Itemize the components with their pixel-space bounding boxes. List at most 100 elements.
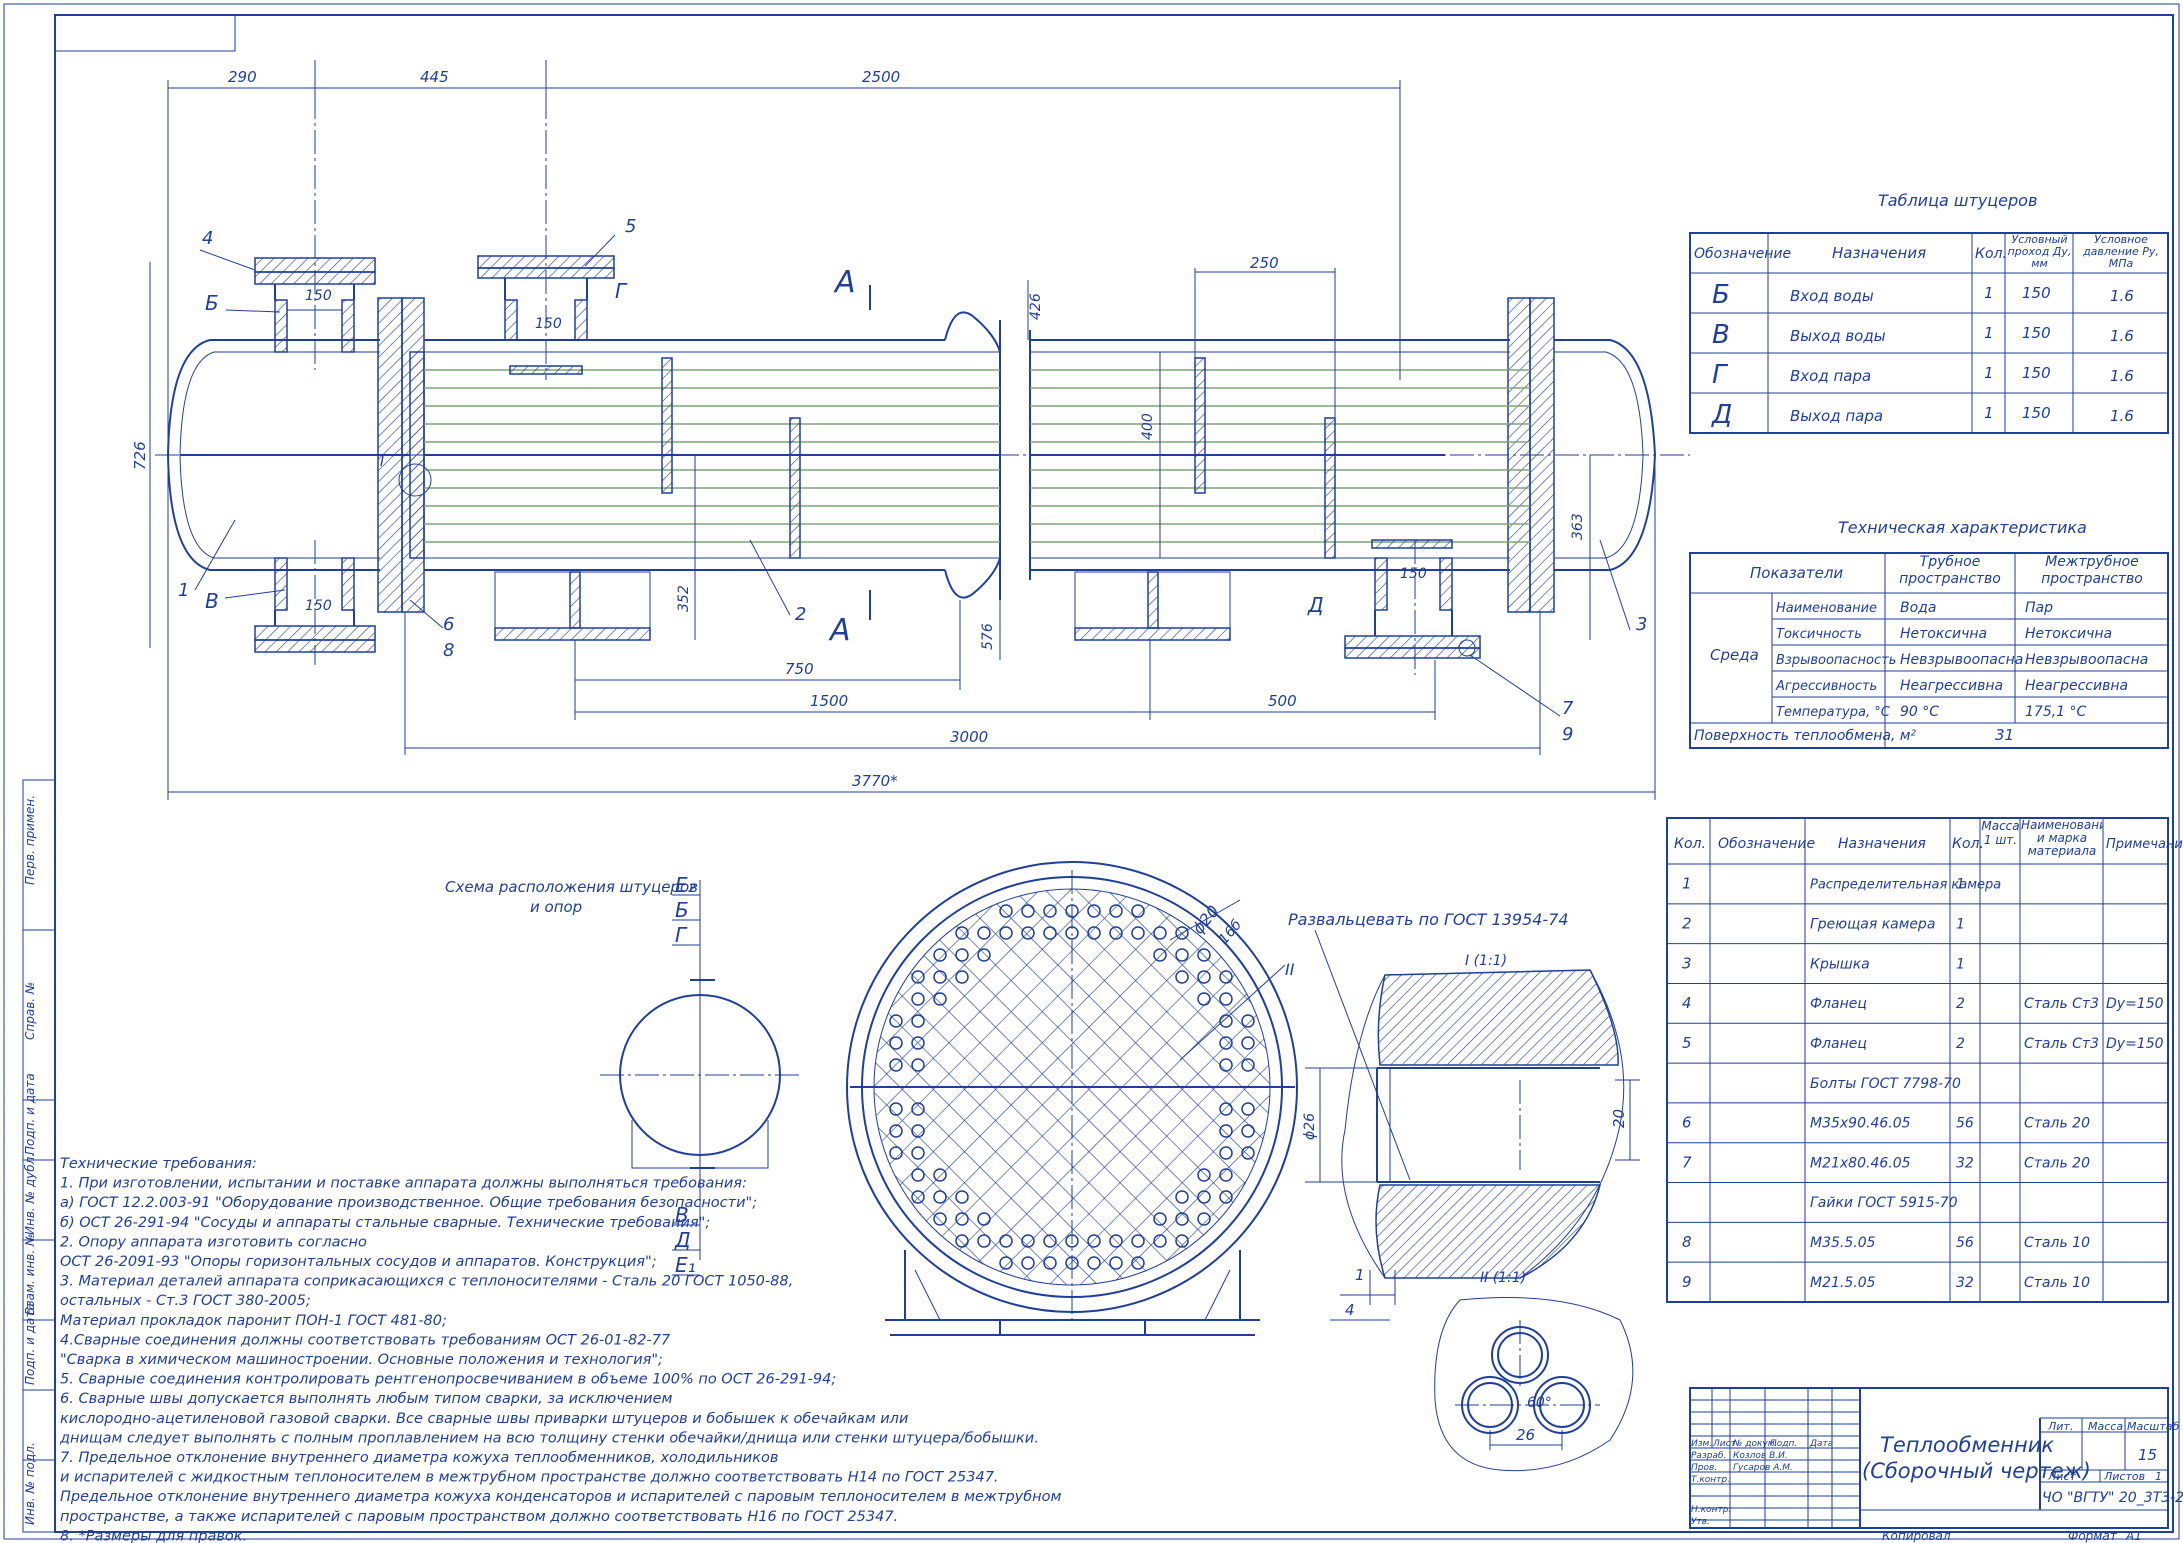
nt-row-purpose: Выход воды [1790, 327, 1886, 345]
dim-150-b: 150 [305, 288, 332, 304]
stamp-podl: Инв. № подл. [23, 1442, 37, 1525]
dim-400: 400 [1140, 413, 1156, 440]
tc-row-tube: Нетоксична [1900, 626, 1987, 642]
spec-row-pos: 7 [1682, 1153, 1692, 1171]
tc-surface-value: 31 [1995, 726, 2014, 744]
callout-d: Д [1307, 593, 1324, 617]
dim-150-g: 150 [535, 316, 562, 332]
callout-1: 1 [178, 580, 189, 601]
spec-row-note: Dy=150 [2106, 1036, 2164, 1052]
sheet-frame [3, 3, 2180, 1540]
stamp-podp2: Подп. и дата [23, 1303, 37, 1385]
tb-h-podp: Подп. [1770, 1439, 1797, 1449]
view-mark-one: I [380, 454, 384, 470]
tube-sheet-section: ϕ20 16б II [846, 861, 1298, 1336]
requirement-line: 5. Сварные соединения контролировать рен… [60, 1372, 836, 1388]
dim-3770: 3770* [852, 772, 898, 790]
requirement-line: 4.Сварные соединения должны соответствов… [60, 1332, 671, 1348]
spec-row-pos: 4 [1682, 994, 1692, 1012]
scheme-e2: Е₂ [675, 873, 696, 897]
spec-row-pos: 6 [1682, 1114, 1692, 1132]
dim-445: 445 [420, 68, 449, 86]
tb-kopiroval: Копировал [1882, 1529, 1951, 1543]
view-one-title: I (1:1) [1465, 953, 1507, 969]
dim-26-detail: 26 [1516, 1426, 1535, 1444]
spec-row-qty: 1 [1956, 956, 1965, 972]
tb-prov-label: Пров. [1691, 1463, 1717, 1473]
requirement-line: остальных - Ст.3 ГОСТ 380-2005; [60, 1293, 311, 1309]
nt-row-dn: 150 [2022, 364, 2051, 382]
tb-razrab-label: Разраб. [1691, 1451, 1726, 1461]
dim-4: 4 [1345, 1301, 1355, 1319]
dim-426: 426 [1028, 293, 1044, 320]
requirement-line: "Сварка в химическом машиностроении. Осн… [60, 1352, 663, 1368]
requirement-line: 2. Опору аппарата изготовить согласно [60, 1234, 367, 1250]
dim-500: 500 [1268, 692, 1297, 710]
requirement-line: 3. Материал деталей аппарата соприкасающ… [60, 1274, 793, 1290]
nt-row-purpose: Выход пара [1790, 407, 1883, 425]
callout-4: 4 [202, 228, 213, 249]
tb-nkontr: Н.контр. [1691, 1505, 1731, 1515]
nt-row-pn: 1.6 [2110, 327, 2134, 345]
dim-60: 60° [1527, 1395, 1552, 1411]
spec-row-qty: 56 [1956, 1235, 1974, 1251]
spec-row-name: Распределительная камера [1810, 878, 2001, 893]
nt-row-qty: 1 [1984, 284, 1994, 302]
scheme-d: Д [674, 1228, 691, 1252]
sp-h-qty: Кол. [1952, 836, 1984, 852]
scheme-e1: Е₁ [675, 1253, 696, 1277]
stamp-perv: Перв. примен. [23, 795, 37, 885]
spec-row-name: М35х90.46.05 [1810, 1116, 1911, 1132]
sp-h-name: Назначения [1838, 836, 1926, 852]
spec-row-name: Крышка [1810, 956, 1870, 972]
nt-row-purpose: Вход воды [1790, 287, 1874, 305]
spec-row-name: Болты ГОСТ 7798-70 [1810, 1076, 1961, 1092]
tc-surface-label: Поверхность теплообмена, м² [1694, 728, 1916, 744]
main-dimensions: 290 445 2500 250 426 400 726 352 576 363… [131, 68, 1656, 800]
requirement-line: б) ОСТ 26-291-94 "Сосуды и аппараты стал… [60, 1215, 710, 1231]
tb-format: Формат [2068, 1529, 2118, 1543]
tc-row-label: Токсичность [1776, 627, 1862, 642]
dim-1500: 1500 [810, 692, 848, 710]
tb-format-val: А1 [2125, 1529, 2142, 1543]
spec-row-pos: 1 [1682, 875, 1692, 893]
requirement-line: пространстве, а также испарителей с паро… [60, 1509, 898, 1525]
stamp-vzam: Взам. инв. № [23, 1234, 37, 1315]
tc-row-tube: Неагрессивна [1900, 678, 2003, 694]
sp-h-des: Обозначение [1718, 836, 1815, 852]
requirement-line: Технические требования: [60, 1156, 257, 1172]
title-block: Изм. Лист № докум. Подп. Дата Разраб. Ко… [1689, 1387, 2183, 1543]
tb-h-doc: № докум. [1732, 1439, 1777, 1449]
tc-h-tube: Трубное пространство [1899, 554, 2001, 587]
spec-row-name: М35.5.05 [1810, 1235, 1876, 1251]
scheme-b: Б [675, 898, 689, 922]
spec-row-pos: 2 [1682, 915, 1692, 933]
heat-exchanger-main-view [155, 60, 1690, 675]
tc-row-label: Температура, °С [1776, 705, 1891, 720]
tc-row-tube: Невзрывоопасна [1900, 652, 2023, 668]
callouts: 4 Б 5 Г 1 В 2 6 8 3 7 9 Д I [178, 216, 1647, 745]
tb-massa: Масса [2088, 1420, 2123, 1433]
dim-1: 1 [1355, 1266, 1365, 1284]
spec-row-qty: 2 [1956, 1036, 1965, 1052]
dim-16b: 16б [1216, 917, 1245, 948]
requirement-line: кислородно-ацетиленовой газовой сварки. … [60, 1411, 908, 1427]
dim-d26: ϕ26 [1302, 1113, 1318, 1140]
tb-list-of: Листов [2103, 1470, 2145, 1483]
tb-h-izm: Изм. [1691, 1439, 1712, 1449]
spec-row-pos: 5 [1682, 1034, 1692, 1052]
nt-row-designation: Г [1712, 360, 1729, 390]
callout-3: 3 [1636, 614, 1647, 635]
tech-char-table: Техническая характеристика Показатели Тр… [1689, 518, 2169, 749]
spec-row-qty: 1 [1956, 917, 1965, 933]
requirement-line: ОСТ 26-2091-93 "Опоры горизонтальных сос… [60, 1254, 657, 1270]
spec-row-note: Dy=150 [2106, 996, 2164, 1012]
requirement-line: Предельное отклонение внутреннего диамет… [60, 1489, 1062, 1505]
nt-row-dn: 150 [2022, 284, 2051, 302]
nt-row-designation: В [1712, 320, 1730, 350]
tc-h-shell: Межтрубное пространство [2041, 554, 2143, 587]
tb-h-list: Лист [1712, 1439, 1737, 1449]
tc-row-label: Взрывоопасность [1776, 653, 1896, 668]
detail-two: II (1:1) 26 60° [1434, 1270, 1634, 1472]
spec-row-pos: 9 [1682, 1273, 1692, 1291]
